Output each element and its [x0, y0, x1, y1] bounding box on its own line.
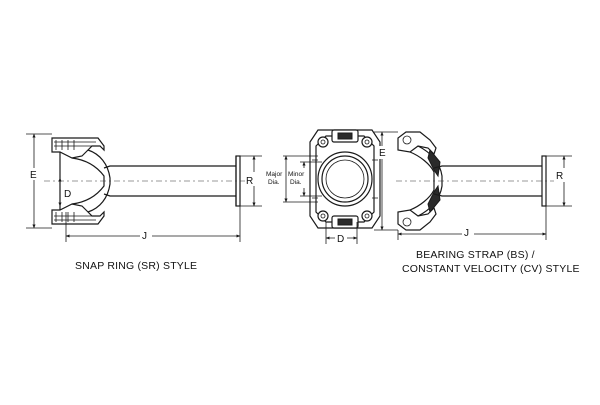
sr-dim-d: D: [64, 189, 71, 200]
bs-caption-line1: BEARING STRAP (BS) /: [416, 249, 535, 261]
bs-lower-ear: [397, 206, 437, 231]
sr-caption: SNAP RING (SR) STYLE: [75, 260, 197, 272]
sr-dim-e: E: [30, 170, 37, 181]
bs-dim-e: E: [379, 148, 386, 159]
sr-dim-j: J: [142, 231, 147, 242]
snap-ring-yoke-view: E D R J SNAP RING (SR) STYLE: [26, 133, 262, 272]
end-dim-d: D: [337, 234, 344, 245]
yoke-end-view: Major Dia. Minor Dia. D: [265, 129, 381, 245]
bs-dim-r: R: [556, 171, 563, 182]
label-major-dia: Dia.: [268, 179, 280, 186]
sr-shaft: [103, 165, 236, 197]
sr-upper-ear: [51, 137, 105, 159]
bs-dim-j: J: [464, 228, 469, 239]
sr-lower-ear: [51, 203, 105, 225]
sr-dim-r: R: [246, 176, 253, 187]
label-minor: Minor: [288, 171, 305, 178]
bs-shaft: [433, 165, 542, 197]
bs-caption-line2: CONSTANT VELOCITY (CV) STYLE: [402, 263, 580, 275]
label-major: Major: [266, 171, 283, 178]
label-minor-dia: Dia.: [290, 179, 302, 186]
bs-upper-ear: [397, 131, 437, 156]
bearing-strap-yoke-view: E R J BEARING STRAP (BS) / CONSTANT VELO…: [374, 131, 580, 275]
